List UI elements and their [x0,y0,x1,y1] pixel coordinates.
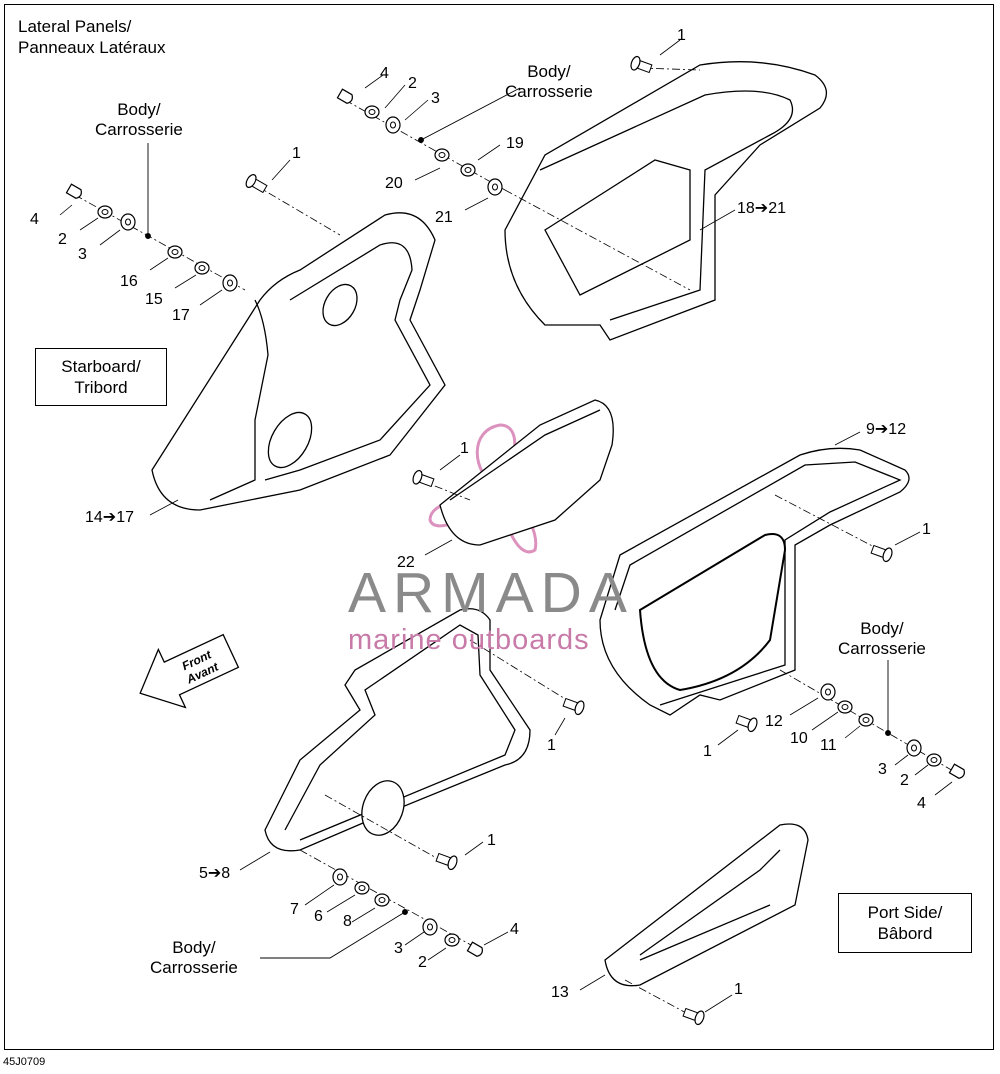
starboard-side-box: Starboard/ Tribord [35,348,167,406]
callout-3-bottom: 3 [394,940,403,957]
callout-6: 6 [314,908,323,925]
callout-leaders [59,39,953,1013]
watermark-tagline: marine outboards [348,624,590,656]
callout-2-top: 2 [408,75,417,92]
callout-numbers: 1 1 4 2 3 19 20 21 18➔21 4 2 3 16 15 17 … [30,27,931,1001]
callout-11: 11 [820,737,837,754]
callout-1-port-rear-top: 1 [547,737,556,754]
callout-2-left: 2 [58,231,67,248]
body-label-left: Body/Carrosserie [95,100,183,139]
starboard-rear-panel [151,212,446,511]
callout-2-bottom: 2 [418,954,427,971]
body-attachment-points [145,87,891,959]
starboard-box-fr: Tribord [74,378,128,397]
body-label-right: Body/Carrosserie [838,619,926,658]
callout-1-center: 1 [460,440,469,457]
diagram-frame [4,4,994,1050]
callout-1-port-front-bottom: 1 [703,743,712,760]
callout-19: 19 [506,135,524,152]
document-id: 45J0709 [3,1056,46,1068]
port-box-fr: Bâbord [877,924,933,943]
callout-3-left: 3 [78,246,87,263]
diagram-title-en: Lateral Panels/ [18,17,132,36]
callout-12: 12 [765,713,783,730]
diagram-title-fr: Panneaux Latéraux [18,38,166,57]
hardware-port-trim [681,1005,707,1027]
callout-range-18-21: 18➔21 [737,200,786,217]
center-cover-panel [439,399,614,546]
callout-1-starboard-rear: 1 [292,145,301,162]
callout-4-right: 4 [917,795,926,812]
watermark-brand: ARMADA [348,561,634,625]
callout-range-5-8: 5➔8 [199,865,230,882]
callout-13: 13 [551,984,569,1001]
callout-1-trim: 1 [734,981,743,998]
callout-range-14-17: 14➔17 [85,509,134,526]
callout-1-port-rear-bottom: 1 [487,832,496,849]
callout-20: 20 [385,175,403,192]
port-box-en: Port Side/ [867,903,943,922]
port-front-panel [599,447,910,716]
front-direction-arrow: Front Avant [139,633,240,709]
callout-3-top: 3 [431,90,440,107]
hardware-center-cover [410,468,436,490]
starboard-box-en: Starboard/ [61,357,141,376]
callout-10: 10 [790,730,808,747]
starboard-front-panel [504,61,827,341]
callout-1-starboard-front: 1 [677,27,686,44]
callout-16: 16 [120,273,138,290]
callout-2-right: 2 [900,772,909,789]
callout-3-right: 3 [878,761,887,778]
body-label-top: Body/Carrosserie [505,62,593,101]
callout-15: 15 [145,291,163,308]
callout-range-9-12: 9➔12 [866,421,906,438]
callout-8: 8 [343,913,352,930]
callout-17: 17 [172,307,190,324]
body-label-bottom: Body/Carrosserie [150,938,238,977]
callout-4-left: 4 [30,211,39,228]
callout-4-bottom: 4 [510,921,519,938]
port-lower-trim-panel [604,823,809,987]
callout-7: 7 [290,901,299,918]
port-side-box: Port Side/ Bâbord [838,893,972,953]
callout-21: 21 [435,209,453,226]
callout-1-port-front-top: 1 [922,521,931,538]
callout-4-top: 4 [380,65,389,82]
hardware-starboard-rear [65,172,270,292]
callout-22: 22 [397,554,415,571]
